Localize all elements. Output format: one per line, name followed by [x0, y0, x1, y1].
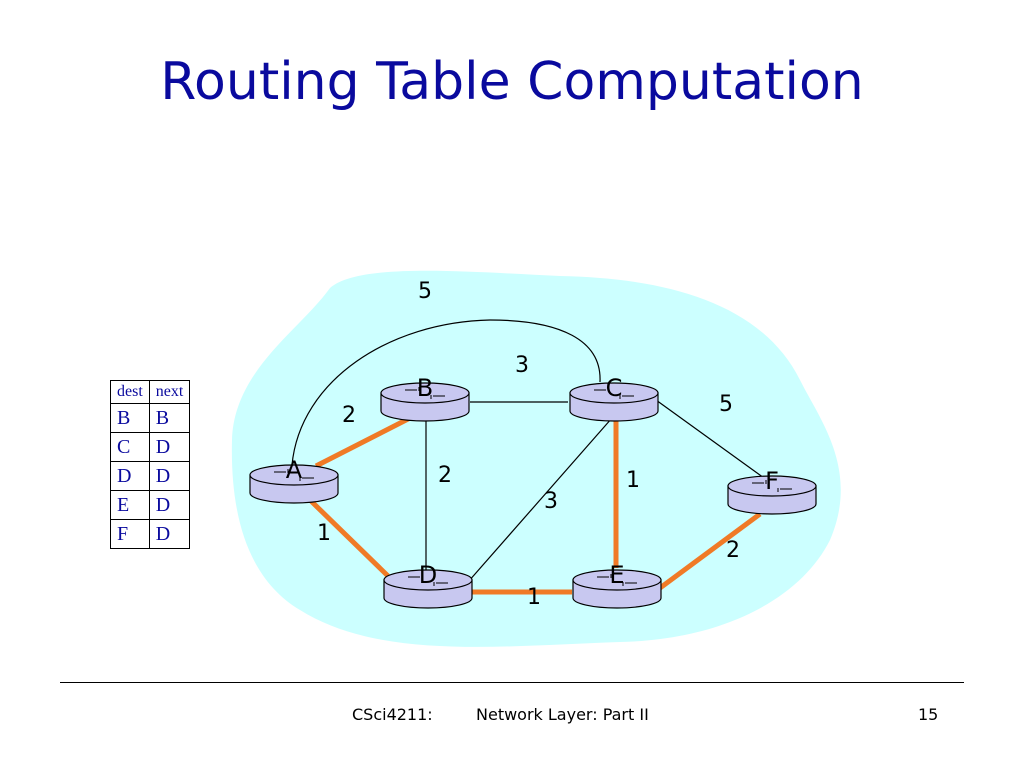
router-f: F	[727, 467, 817, 515]
link-a-c	[291, 319, 601, 466]
footer-page-number: 15	[918, 705, 939, 724]
link-cost-label: 3	[544, 489, 558, 514]
router-label-d: D	[419, 561, 437, 589]
next-cell: D	[148, 519, 191, 549]
link-cost-label: 2	[726, 538, 740, 563]
table-row: F D	[110, 519, 191, 549]
router-e: E	[572, 561, 662, 609]
dest-cell: F	[110, 519, 150, 549]
link-e-f	[658, 511, 762, 591]
router-label-a: A	[286, 456, 303, 484]
dest-cell: E	[110, 490, 150, 520]
router-c: C	[569, 374, 659, 422]
footer-course: CSci4211:	[352, 705, 433, 724]
table-row: B B	[110, 403, 191, 433]
link-a-b	[314, 415, 412, 469]
table-row: C D	[110, 432, 191, 462]
header-next: next	[148, 380, 191, 404]
next-cell: D	[148, 432, 191, 462]
next-cell: B	[148, 403, 191, 433]
link-cost-label: 5	[719, 392, 733, 417]
router-label-f: F	[765, 467, 779, 495]
router-label-b: B	[417, 374, 433, 402]
link-cost-label: 1	[317, 521, 331, 546]
table-row: D D	[110, 461, 191, 491]
router-d: D	[383, 561, 473, 609]
dest-cell: C	[110, 432, 150, 462]
link-c-d	[467, 417, 613, 583]
footer-divider	[60, 682, 964, 683]
next-cell: D	[148, 490, 191, 520]
table-row: E D	[110, 490, 191, 520]
dest-cell: D	[110, 461, 150, 491]
link-c-f	[655, 399, 765, 479]
link-cost-label: 1	[527, 585, 541, 610]
routing-table: dest next B B C D D D E D F D	[110, 380, 191, 549]
link-cost-label: 5	[418, 279, 432, 304]
router-a: A	[249, 456, 339, 504]
link-cost-label: 2	[438, 463, 452, 488]
link-a-d	[308, 498, 390, 578]
network-cloud	[231, 270, 841, 647]
header-dest: dest	[110, 380, 150, 404]
link-cost-label: 1	[626, 468, 640, 493]
dest-cell: B	[110, 403, 150, 433]
router-label-e: E	[609, 561, 624, 589]
slide-title: Routing Table Computation	[160, 52, 864, 112]
next-cell: D	[148, 461, 191, 491]
link-cost-label: 3	[515, 353, 529, 378]
footer-topic: Network Layer: Part II	[476, 705, 649, 724]
router-label-c: C	[606, 374, 623, 402]
router-b: B	[380, 374, 470, 422]
link-cost-label: 2	[342, 403, 356, 428]
